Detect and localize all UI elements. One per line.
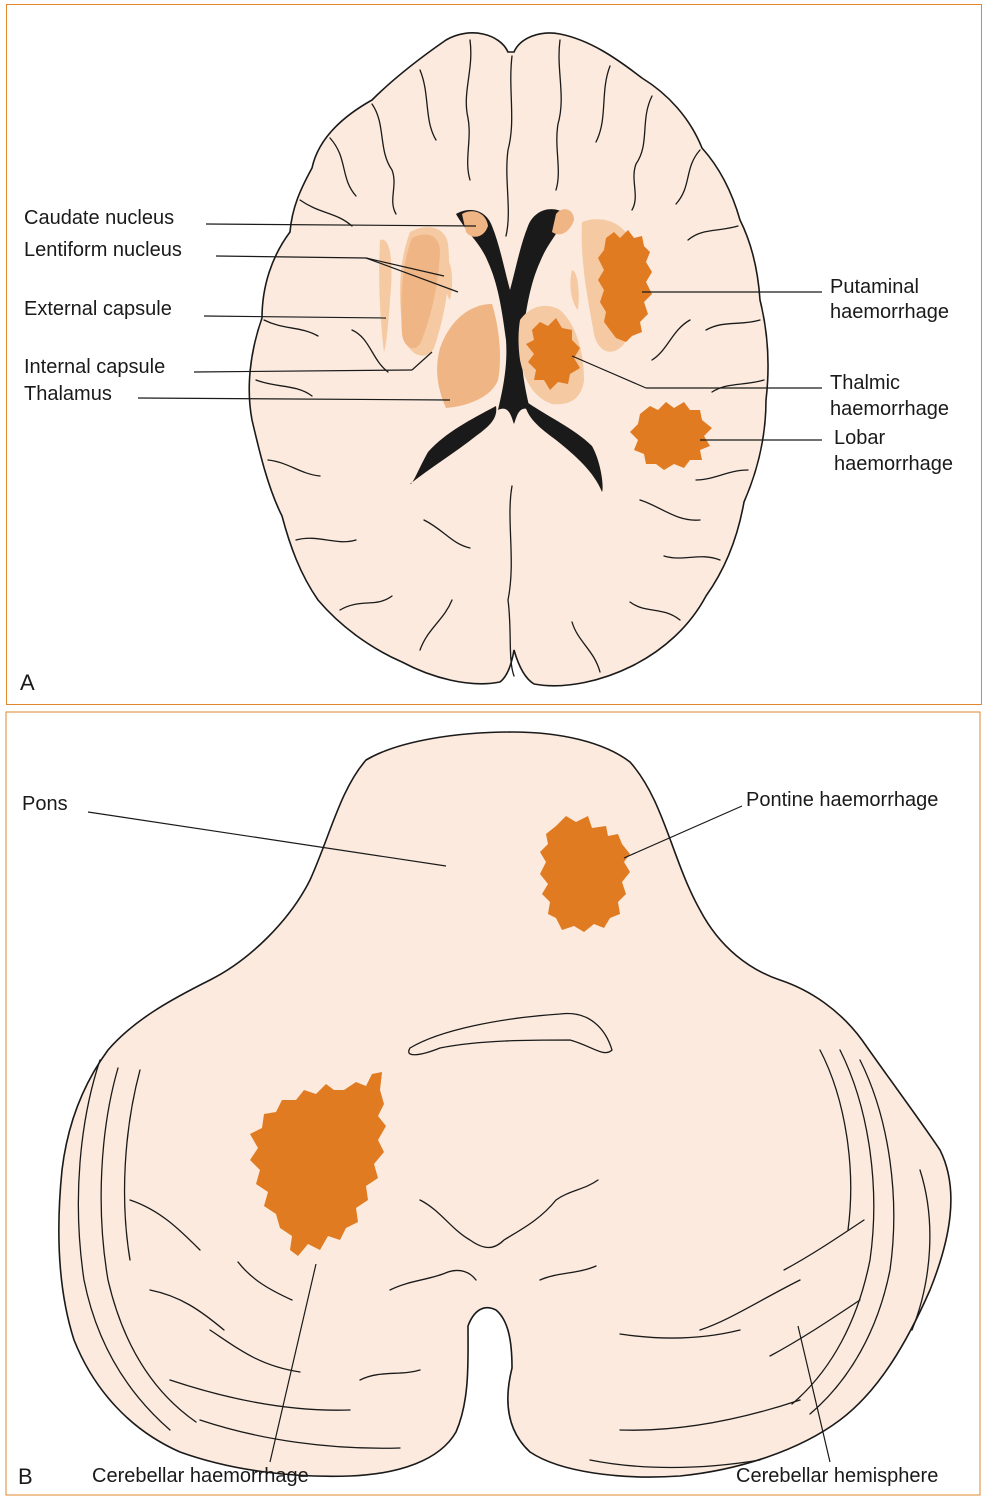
label-putaminal-line1: Putaminal	[830, 276, 919, 298]
label-thalamus: Thalamus	[24, 383, 112, 405]
label-lentiform-nucleus: Lentiform nucleus	[24, 239, 182, 261]
label-external-capsule: External capsule	[24, 298, 172, 320]
label-cerebellar-hemisphere: Cerebellar hemisphere	[736, 1465, 938, 1487]
label-putaminal-line2: haemorrhage	[830, 301, 949, 323]
panel-a-letter: A	[20, 670, 35, 695]
label-thalmic-line2: haemorrhage	[830, 398, 949, 420]
label-thalmic-line1: Thalmic	[830, 372, 900, 394]
panel-b-letter: B	[18, 1464, 33, 1489]
label-internal-capsule: Internal capsule	[24, 356, 165, 378]
label-caudate-nucleus: Caudate nucleus	[24, 207, 174, 229]
label-lobar-line2: haemorrhage	[834, 453, 953, 475]
label-pons: Pons	[22, 793, 68, 815]
label-pontine-haemorrhage: Pontine haemorrhage	[746, 789, 938, 811]
label-cerebellar-haemorrhage: Cerebellar haemorrhage	[92, 1465, 309, 1487]
label-lobar-line1: Lobar	[834, 427, 885, 449]
